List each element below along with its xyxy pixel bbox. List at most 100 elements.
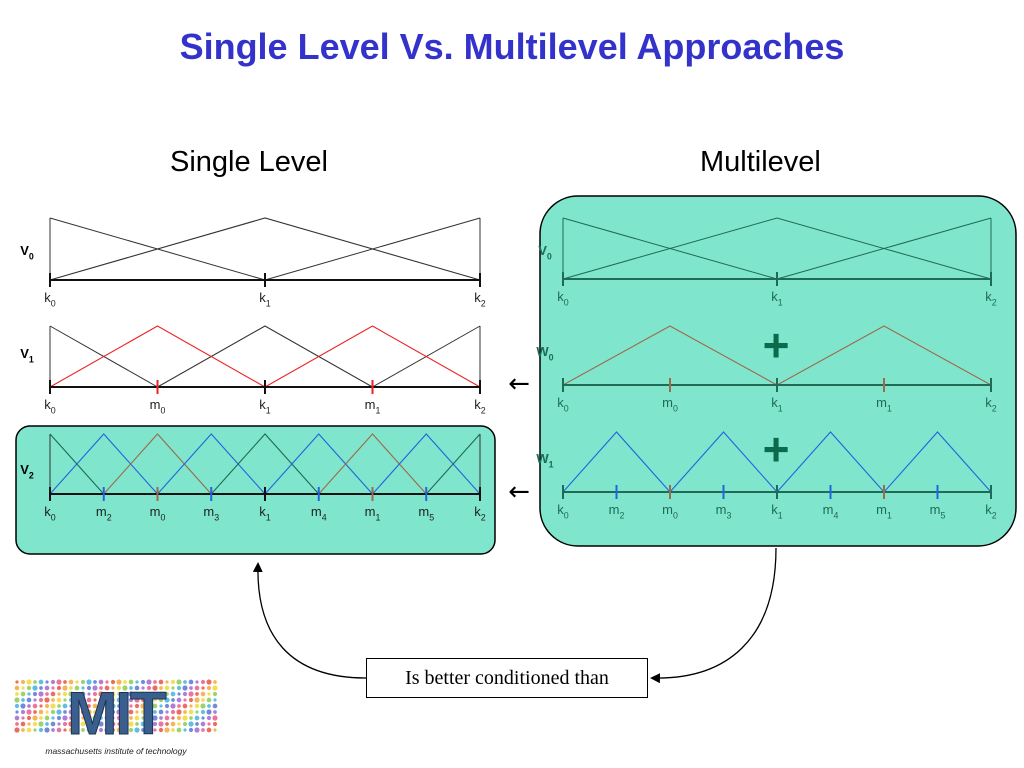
logo-dot [21, 698, 25, 702]
multi-w0-hat-m0 [562, 325, 778, 386]
logo-dot [14, 703, 20, 709]
logo-dot [75, 680, 79, 684]
logo-dot [116, 679, 122, 685]
multi-w1-label: W1 [536, 451, 553, 470]
logo-dot [195, 722, 199, 726]
logo-dot [165, 722, 169, 726]
single-v0-hat-k1 [49, 217, 481, 281]
logo-dot [212, 691, 218, 697]
mit-logo-subtitle: massachusetts institute of technology [45, 746, 187, 756]
logo-dot [135, 722, 139, 726]
logo-dot [206, 685, 212, 691]
logo-dot [177, 722, 181, 726]
logo-dot [68, 721, 74, 727]
logo-dot [176, 727, 182, 733]
logo-dot [74, 685, 80, 691]
logo-dot [183, 728, 187, 732]
logo-dot [140, 703, 146, 709]
logo-dot [51, 728, 55, 732]
logo-dot [165, 680, 169, 684]
logo-dot [158, 721, 164, 727]
logo-dot [194, 697, 200, 703]
logo-dot [87, 692, 91, 696]
logo-dot [140, 721, 146, 727]
logo-dot [86, 685, 92, 691]
logo-dot [26, 697, 32, 703]
logo-dot [128, 709, 134, 715]
logo-dot [105, 710, 109, 714]
single-v0-hat-k2 [264, 217, 481, 281]
logo-dot [200, 679, 206, 685]
single-v2-tick-label-m3: m3 [203, 504, 219, 523]
logo-dot [123, 698, 127, 702]
logo-dot [134, 685, 140, 691]
logo-dot [104, 685, 110, 691]
left-arrow-2: ← [508, 477, 530, 507]
logo-dot [57, 692, 61, 696]
single-v1-hat-m1 [264, 325, 481, 388]
logo-dot [56, 679, 62, 685]
logo-dot [56, 727, 62, 733]
logo-dot [56, 709, 62, 715]
logo-dot [20, 679, 26, 685]
logo-dot [188, 709, 194, 715]
multilevel-highlight-box [539, 195, 1017, 547]
logo-dot [213, 698, 217, 702]
logo-dot [200, 721, 206, 727]
logo-dot [98, 727, 104, 733]
logo-dot [21, 728, 25, 732]
multi-v0-hat-k2 [776, 217, 992, 280]
logo-dot [158, 691, 164, 697]
logo-dot [164, 697, 170, 703]
logo-dot [92, 691, 98, 697]
logo-dot [26, 685, 32, 691]
logo-dot [123, 710, 127, 714]
logo-dot [182, 691, 188, 697]
logo-dot [50, 703, 56, 709]
logo-dot [146, 685, 152, 691]
logo-dot [81, 686, 85, 690]
logo-dot [140, 691, 146, 697]
single-v0-tick-label-k0: k0 [44, 290, 56, 309]
logo-dot [206, 697, 212, 703]
logo-dot [152, 685, 158, 691]
logo-dot [189, 716, 193, 720]
logo-dot [152, 703, 158, 709]
logo-dot [105, 680, 109, 684]
logo-dot [158, 709, 164, 715]
logo-dot [44, 697, 50, 703]
mit-logo: MIT massachusetts institute of technolog… [14, 679, 218, 756]
logo-dot [15, 680, 19, 684]
single-v0-tick-label-k1: k1 [259, 290, 271, 309]
single-v2-tick-label-m1: m1 [365, 504, 381, 523]
logo-dot [176, 685, 182, 691]
logo-dot [200, 709, 206, 715]
logo-dot [171, 728, 175, 732]
logo-dot [99, 686, 103, 690]
logo-dot [165, 710, 169, 714]
logo-dot [92, 685, 98, 691]
logo-dot [188, 691, 194, 697]
logo-dot [86, 727, 92, 733]
logo-dot [32, 703, 38, 709]
logo-dot [146, 727, 152, 733]
single-v1-tick-label-m0: m0 [150, 397, 166, 416]
logo-dot [68, 691, 74, 697]
multilevel-heading: Multilevel [700, 146, 821, 178]
logo-dot [201, 686, 205, 690]
logo-dot [201, 728, 205, 732]
single-v2-hat-m3 [157, 433, 266, 495]
logo-dot [86, 697, 92, 703]
connector-curve-back [252, 562, 367, 679]
single-v0-tick-label-k2: k2 [474, 290, 486, 309]
logo-dot [183, 680, 187, 684]
logo-dot [38, 691, 44, 697]
logo-dot [69, 686, 73, 690]
single-v0-label: V0 [20, 243, 34, 262]
logo-dot [195, 680, 199, 684]
logo-dot [141, 716, 145, 720]
multi-v0-tick-label-k1: k1 [771, 289, 783, 308]
logo-dot [117, 692, 121, 696]
logo-dot [116, 685, 122, 691]
logo-dot [200, 691, 206, 697]
